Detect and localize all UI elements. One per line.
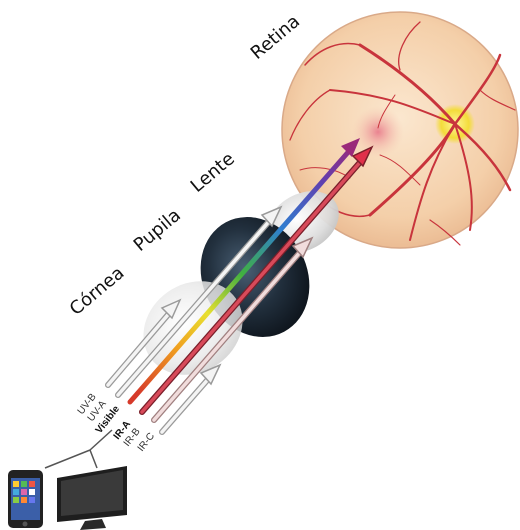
label-lente: Lente	[187, 148, 239, 196]
smartphone-icon	[8, 470, 43, 528]
label-pupila: Pupila	[130, 205, 185, 256]
ray-visible	[130, 150, 350, 402]
label-cornea: Córnea	[66, 262, 129, 319]
ray-labels: UV-B UV-A Visible IR-A IR-B IR-C	[76, 391, 157, 453]
monitor-icon	[57, 466, 127, 530]
label-retina: Retina	[247, 11, 304, 64]
